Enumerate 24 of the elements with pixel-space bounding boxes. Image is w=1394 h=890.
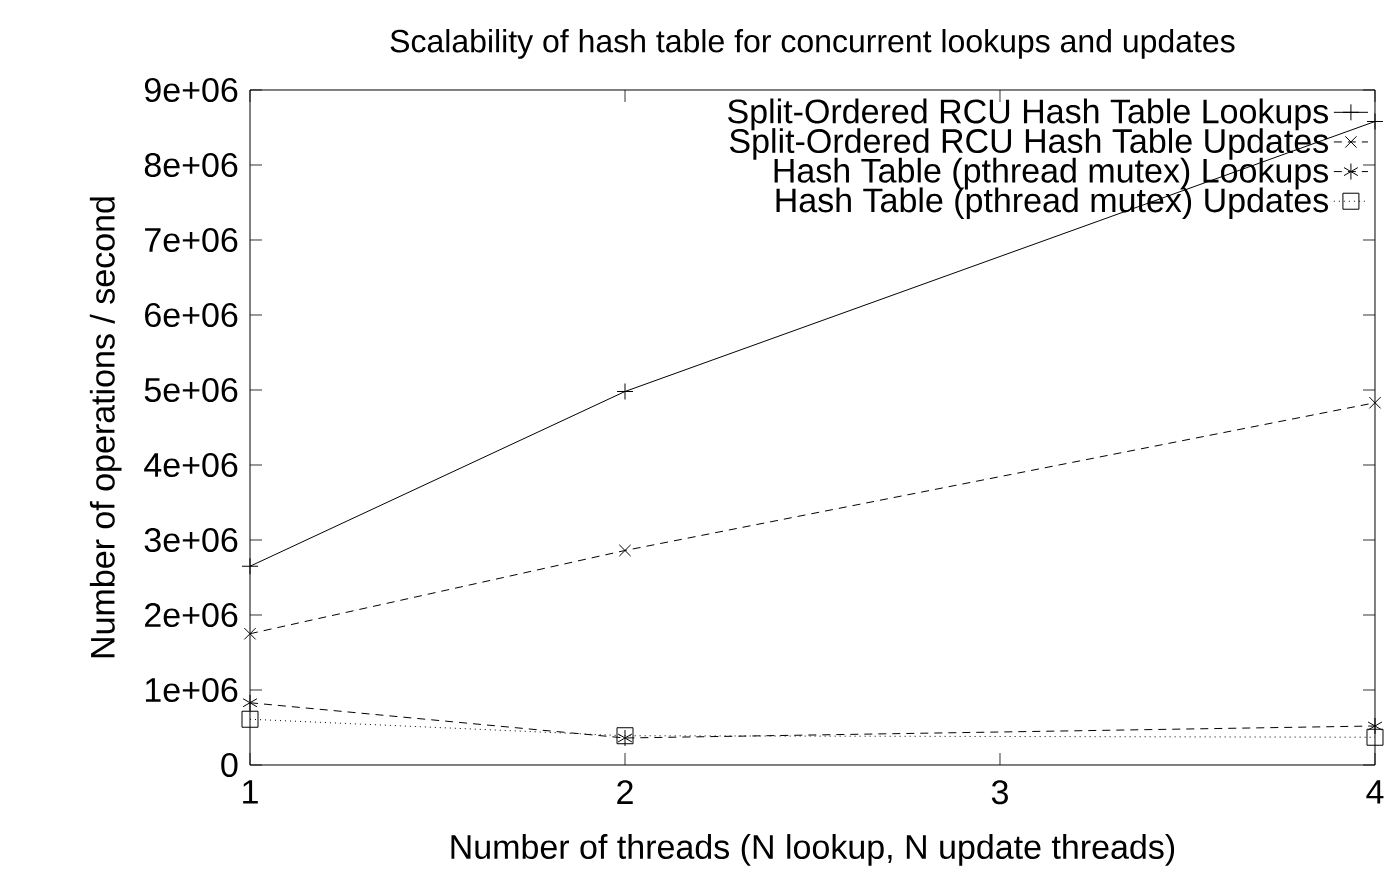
y-tick-label: 7e+06 [145, 227, 238, 253]
y-tick-label: 6e+06 [145, 302, 238, 328]
x-tick-label: 4 [1366, 780, 1384, 804]
x-tick-label: 3 [991, 780, 1008, 805]
x-tick-label: 2 [617, 780, 633, 804]
y-tick-label: 0 [221, 752, 238, 778]
x-axis-title: Number of threads (N lookup, N update threads) [451, 834, 1175, 866]
x-tick-label: 1 [243, 780, 258, 804]
y-tick-label: 5e+06 [144, 377, 238, 403]
point [1368, 396, 1382, 409]
y-axis-title: Number of operations / second [89, 197, 122, 658]
point [1367, 717, 1383, 735]
chart-title: Scalability of hash table for concurrent lookups and updates [390, 29, 1235, 59]
y-tick-label: 9e+06 [144, 77, 238, 103]
y-tick-label: 1e+06 [145, 677, 238, 703]
point [1366, 728, 1384, 746]
y-tick-label: 2e+06 [145, 602, 238, 628]
point [618, 544, 632, 557]
point [242, 694, 258, 712]
y-tick-label: 8e+06 [144, 152, 238, 178]
y-tick-label: 4e+06 [144, 452, 238, 478]
point [243, 627, 257, 640]
point [241, 710, 259, 728]
y-tick-label: 3e+06 [144, 527, 238, 553]
